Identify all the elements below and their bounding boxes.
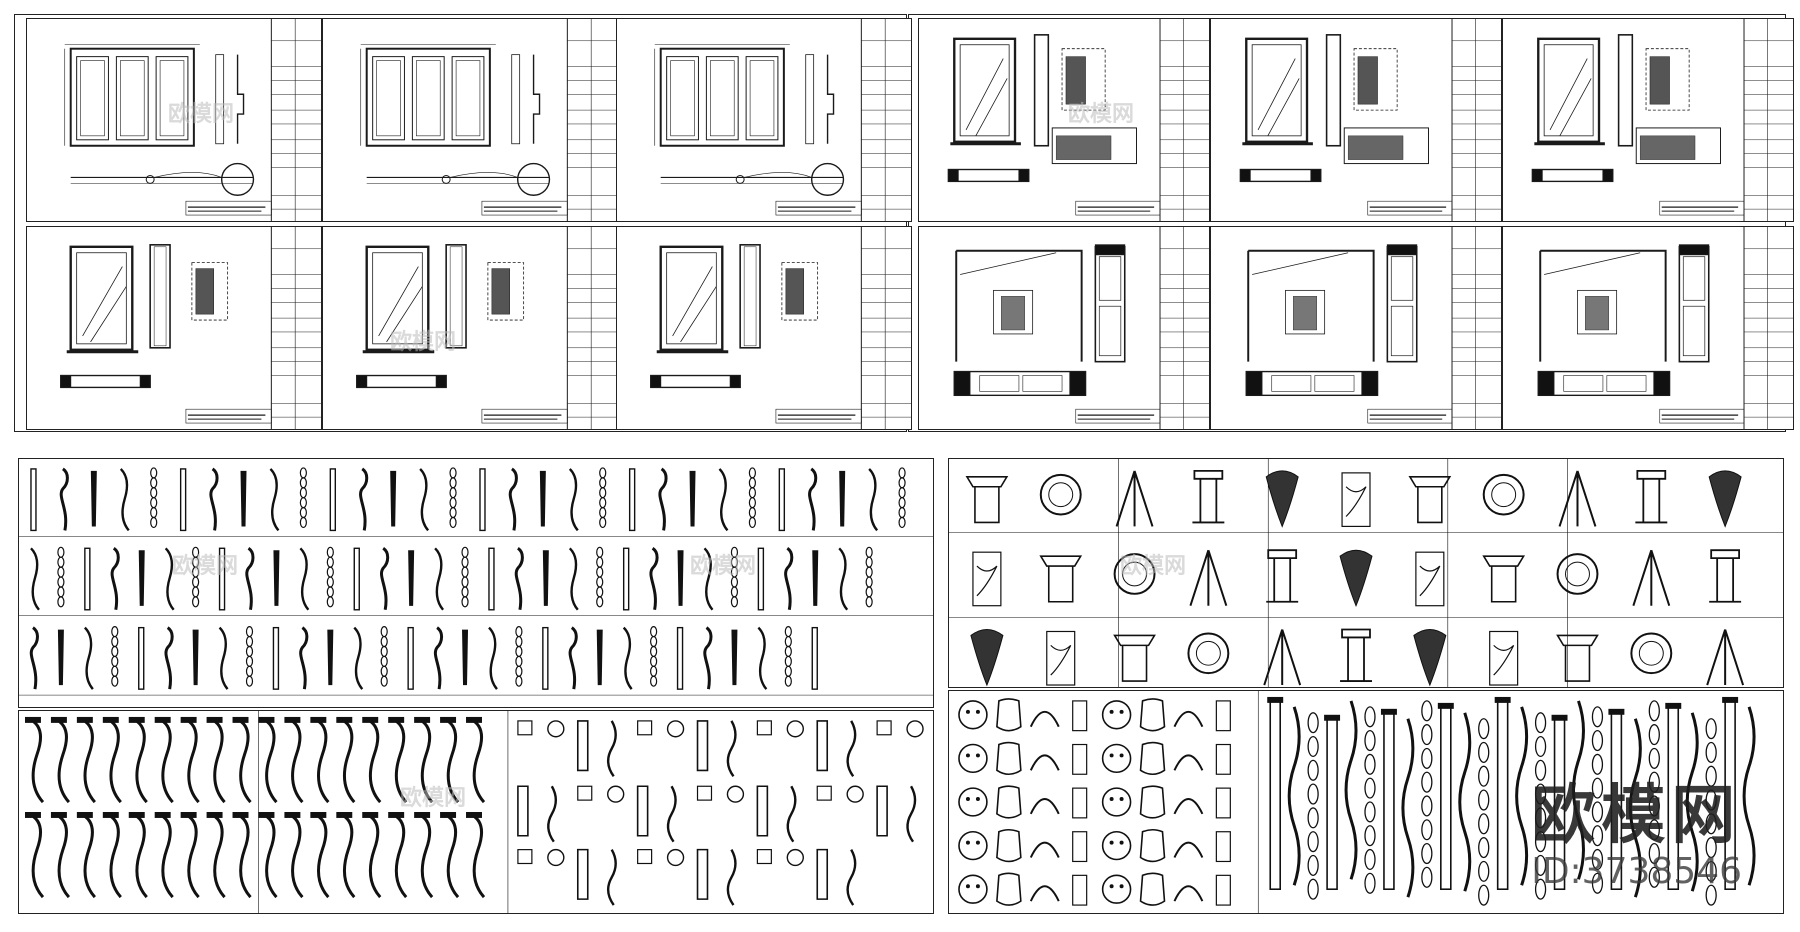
sheet-drawing — [360, 19, 617, 221]
table-legs-drawing — [24, 711, 924, 913]
drawing-sheet — [1210, 18, 1502, 222]
capitals-ornaments-catalog-panel — [948, 458, 1784, 688]
furniture-legs-catalog-panel — [18, 458, 934, 708]
drawing-sheet — [322, 18, 618, 222]
sheet-drawing — [1245, 227, 1501, 429]
sheet-drawing — [650, 227, 911, 429]
sheet-drawing — [1531, 19, 1793, 221]
drawing-sheet — [1502, 18, 1794, 222]
drawing-sheet — [26, 18, 322, 222]
drawing-sheet — [1210, 226, 1502, 430]
sheet-drawing — [1537, 227, 1793, 429]
sheet-drawing — [947, 19, 1209, 221]
capitals-ornaments-drawing — [949, 459, 1783, 687]
table-legs-catalog-panel — [18, 710, 934, 914]
sheet-drawing — [64, 19, 321, 221]
sheet-drawing — [60, 227, 321, 429]
drawing-sheet — [918, 226, 1210, 430]
sheet-drawing — [654, 19, 911, 221]
carvings-columns-catalog-panel — [948, 690, 1784, 914]
drawing-sheet — [918, 18, 1210, 222]
sheet-drawing — [953, 227, 1209, 429]
sheet-drawing — [1239, 19, 1501, 221]
sheet-drawing — [356, 227, 617, 429]
drawing-sheet — [616, 226, 912, 430]
drawing-sheet — [616, 18, 912, 222]
drawing-sheet — [1502, 226, 1794, 430]
furniture-legs-drawing — [19, 467, 933, 696]
drawing-sheet — [26, 226, 322, 430]
drawing-sheet — [322, 226, 618, 430]
carvings-columns-drawing — [958, 691, 1756, 913]
